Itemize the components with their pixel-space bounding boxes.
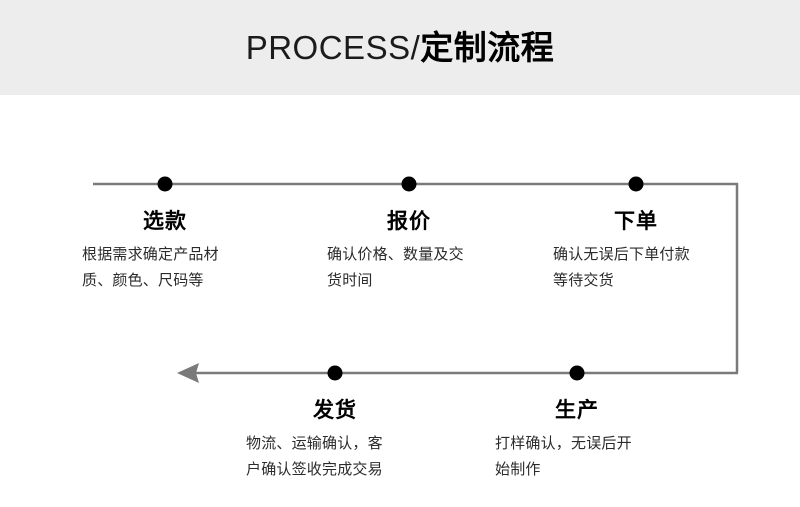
flow-step-2: 报价 确认价格、数量及交 货时间 bbox=[327, 211, 527, 294]
flow-arrowhead-icon bbox=[177, 363, 199, 383]
flow-node-dot-5 bbox=[327, 365, 343, 381]
flow-node-dot-2 bbox=[401, 176, 417, 192]
flow-step-5: 发货 物流、运输确认，客 户确认签收完成交易 bbox=[246, 400, 456, 483]
flow-node-dot-3 bbox=[628, 176, 644, 192]
flow-step-4: 生产 打样确认，无误后开 始制作 bbox=[495, 400, 695, 483]
flow-step-3: 下单 确认无误后下单付款 等待交货 bbox=[553, 211, 753, 294]
flow-step-2-description: 确认价格、数量及交 货时间 bbox=[327, 246, 464, 289]
page-header-band: PROCESS/定制流程 bbox=[0, 0, 800, 95]
page-title-chinese: 定制流程 bbox=[420, 29, 555, 66]
flow-step-1-title: 选款 bbox=[143, 210, 187, 233]
flow-step-4-description: 打样确认，无误后开 始制作 bbox=[495, 435, 632, 478]
flow-track-graphic bbox=[93, 176, 739, 383]
flow-step-5-description: 物流、运输确认，客 户确认签收完成交易 bbox=[246, 435, 383, 478]
process-flow-diagram: 选款 根据需求确定产品材 质、颜色、尺码等 报价 确认价格、数量及交 货时间 下… bbox=[0, 95, 800, 507]
flow-step-1-description: 根据需求确定产品材 质、颜色、尺码等 bbox=[82, 246, 219, 289]
page-title: PROCESS/定制流程 bbox=[246, 31, 555, 64]
flow-node-dot-1 bbox=[157, 176, 173, 192]
flow-step-4-title: 生产 bbox=[555, 399, 599, 422]
page-title-english: PROCESS/ bbox=[245, 29, 421, 66]
flow-step-3-title: 下单 bbox=[614, 210, 658, 233]
flow-step-2-title: 报价 bbox=[387, 210, 431, 233]
flow-node-dot-4 bbox=[569, 365, 585, 381]
flow-step-5-title: 发货 bbox=[313, 399, 357, 422]
flow-step-1: 选款 根据需求确定产品材 质、颜色、尺码等 bbox=[82, 211, 282, 294]
flow-step-3-description: 确认无误后下单付款 等待交货 bbox=[553, 246, 690, 289]
